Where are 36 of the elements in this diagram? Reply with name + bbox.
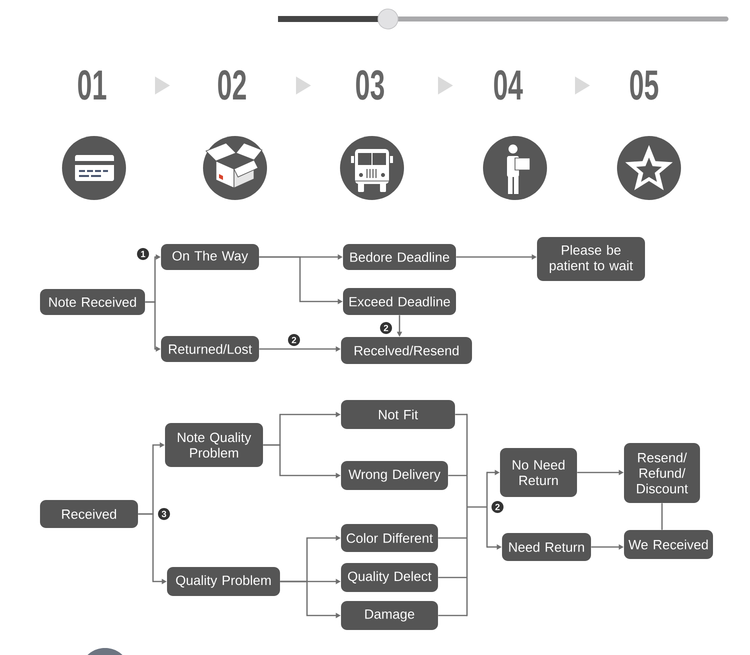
connector-line <box>438 614 467 616</box>
callout-number: 2 <box>288 334 300 346</box>
process-box: No Need Return <box>500 448 577 497</box>
callout-number: 2 <box>380 322 392 334</box>
step-number: 03 <box>356 70 384 100</box>
process-box: On The Way <box>161 244 259 270</box>
process-box: Received <box>40 500 138 528</box>
process-box: Returned/Lost <box>161 336 259 362</box>
process-box: Resend/ Refund/ Discount <box>624 443 700 503</box>
connector-line <box>438 537 467 539</box>
process-box: Not Fit <box>341 400 455 429</box>
process-box: Exceed Deadline <box>343 288 456 315</box>
process-box: Quality Delect <box>341 563 438 592</box>
callout-number: 3 <box>158 508 170 520</box>
connector-line <box>438 576 467 578</box>
connector-line <box>455 414 467 416</box>
process-box: Wrong Delivery <box>341 461 448 490</box>
connector-line <box>448 474 467 476</box>
step-number: 05 <box>630 70 658 100</box>
step-number: 02 <box>218 70 246 100</box>
callout-number: 2 <box>492 501 504 513</box>
connector-line <box>661 503 663 530</box>
process-box: We Received <box>624 530 713 559</box>
process-box: Note Quality Problem <box>165 423 263 467</box>
step-number: 01 <box>78 70 106 100</box>
process-box: Recelved/Resend <box>341 337 472 364</box>
process-box: Color Different <box>341 524 438 552</box>
process-box: Bedore Deadline <box>343 244 456 270</box>
process-box: Quality Problem <box>167 567 280 596</box>
process-box: Need Return <box>502 533 591 561</box>
connector-line <box>466 414 488 616</box>
process-box: Note Received <box>40 289 145 315</box>
step-number: 04 <box>494 70 523 100</box>
process-box: Damage <box>341 601 438 630</box>
callout-number: 1 <box>137 248 149 260</box>
process-box: Please be patient to wait <box>537 237 645 281</box>
